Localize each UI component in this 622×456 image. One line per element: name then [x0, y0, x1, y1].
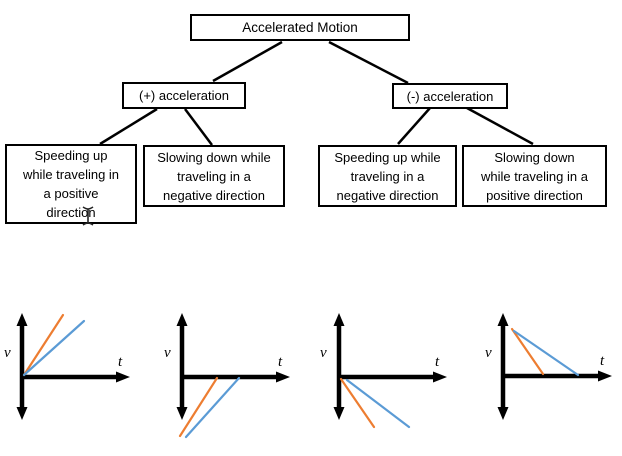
v-axis-label: v	[164, 345, 171, 361]
vt-graph-slowing-down-negative[interactable]: vt	[160, 300, 320, 450]
graph-data-line	[512, 329, 580, 377]
t-axis-label: t	[435, 354, 440, 370]
v-axis-arrow-up-icon	[176, 313, 188, 326]
t-axis-arrow-right-icon	[433, 371, 447, 383]
connector-line	[184, 108, 213, 146]
graph-data-line	[22, 313, 65, 377]
connector-line	[99, 107, 158, 146]
leaf-box-label: Slowing down while traveling in a positi…	[481, 149, 588, 203]
v-axis-arrow-up-icon	[16, 313, 28, 326]
graph-data-line	[510, 327, 545, 376]
t-axis-label: t	[278, 354, 283, 370]
v-axis-arrow-down-icon	[176, 407, 188, 420]
branch-box-positive-acceleration[interactable]: (+) acceleration	[122, 82, 246, 109]
leaf-box-label: Slowing down while traveling in a negati…	[157, 149, 271, 203]
t-axis-arrow-right-icon	[598, 370, 612, 382]
root-box-accelerated-motion[interactable]: Accelerated Motion	[190, 14, 410, 41]
connector-line	[397, 107, 431, 145]
v-axis-arrow-down-icon	[497, 407, 509, 420]
leaf-box-slowing-down-negative[interactable]: Slowing down while traveling in a negati…	[143, 145, 285, 207]
graph-data-line	[339, 377, 376, 429]
leaf-box-speeding-up-negative[interactable]: Speeding up while traveling in a negativ…	[318, 145, 457, 207]
t-axis-arrow-right-icon	[116, 371, 130, 383]
connector-line	[466, 106, 534, 146]
v-axis-arrow-down-icon	[16, 407, 28, 420]
leaf-box-slowing-down-positive[interactable]: Slowing down while traveling in a positi…	[462, 145, 607, 207]
leaf-box-label: Speeding up while traveling in a positiv…	[22, 148, 120, 220]
v-axis-label: v	[320, 345, 327, 361]
graph-data-line	[345, 378, 411, 429]
v-axis-arrow-down-icon	[333, 407, 345, 420]
vt-graph-speeding-up-positive[interactable]: vt	[0, 300, 160, 450]
v-axis-label: v	[485, 345, 492, 361]
leaf-box-speeding-up-positive[interactable]: Speeding up while traveling in a positiv…	[5, 144, 137, 224]
graph-data-line	[184, 376, 241, 439]
text-cursor-ibeam-icon	[82, 206, 94, 226]
branch-box-label: (+) acceleration	[139, 88, 229, 103]
leaf-box-label: Speeding up while traveling in a negativ…	[334, 149, 441, 203]
v-axis-arrow-up-icon	[333, 313, 345, 326]
t-axis-label: t	[600, 353, 605, 369]
connector-line	[328, 40, 409, 85]
vt-graph-speeding-up-negative[interactable]: vt	[320, 300, 480, 450]
branch-box-label: (-) acceleration	[406, 88, 494, 104]
t-axis-label: t	[118, 354, 123, 370]
t-axis-arrow-right-icon	[276, 371, 290, 383]
connector-line	[212, 40, 283, 83]
v-axis-arrow-up-icon	[497, 313, 509, 326]
graph-data-line	[22, 319, 86, 377]
graph-data-line	[178, 376, 219, 438]
v-axis-label: v	[4, 345, 11, 361]
root-box-label: Accelerated Motion	[242, 20, 358, 35]
branch-box-negative-acceleration[interactable]: (-) acceleration	[392, 83, 508, 109]
